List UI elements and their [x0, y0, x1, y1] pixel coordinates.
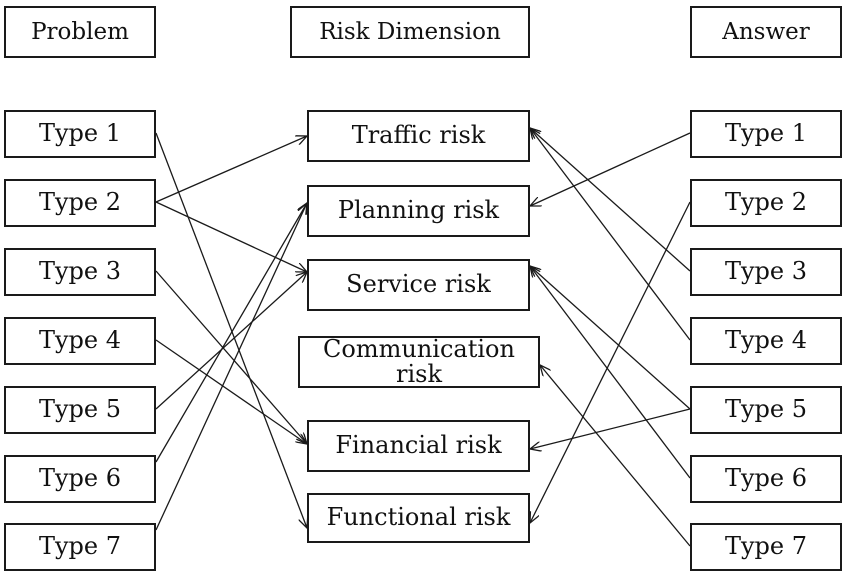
problem-type-4: Type 4: [4, 317, 156, 365]
problem-link-arrow-type-4-financial-risk: [155, 339, 307, 444]
answer-link-arrow-type-2-functional-risk: [530, 201, 691, 523]
answer-type-2: Type 2: [690, 179, 842, 227]
risk-traffic: Traffic risk: [307, 110, 530, 162]
problem-link-arrow-type-1-functional-risk: [155, 132, 307, 528]
answer-type-1: Type 1: [690, 110, 842, 158]
answer-link-arrow-type-3-traffic-risk: [530, 128, 691, 272]
problem-link-arrow-type-7-planning-risk: [155, 203, 307, 531]
answer-type-5: Type 5: [690, 386, 842, 434]
answer-link-arrow-type-7-communication-risk: [540, 365, 691, 547]
problem-type-5: Type 5: [4, 386, 156, 434]
answer-link-arrow-type-6-service-risk: [530, 266, 691, 479]
risk-functional: Functional risk: [307, 493, 530, 543]
answer-type-4: Type 4: [690, 317, 842, 365]
header-answer: Answer: [690, 6, 842, 58]
answer-link-arrow-type-1-planning-risk: [530, 132, 691, 206]
problem-type-2: Type 2: [4, 179, 156, 227]
problem-type-7: Type 7: [4, 523, 156, 571]
problem-link-arrow-type-2-traffic-risk: [155, 136, 307, 203]
risk-planning: Planning risk: [307, 185, 530, 237]
risk-service: Service risk: [307, 259, 530, 311]
answer-link-arrow-type-5-service-risk: [530, 266, 691, 410]
problem-type-3: Type 3: [4, 248, 156, 296]
answer-link-arrow-type-5-financial-risk: [530, 408, 691, 449]
risk-financial: Financial risk: [307, 420, 530, 472]
problem-link-arrow-type-6-planning-risk: [155, 203, 307, 463]
problem-link-arrow-type-5-service-risk: [155, 272, 307, 410]
problem-type-1: Type 1: [4, 110, 156, 158]
problem-link-arrow-type-2-service-risk: [155, 201, 307, 272]
problem-link-arrow-type-3-financial-risk: [155, 270, 307, 444]
answer-link-arrow-type-4-traffic-risk: [530, 128, 691, 341]
answer-type-3: Type 3: [690, 248, 842, 296]
problem-type-6: Type 6: [4, 455, 156, 503]
answer-type-7: Type 7: [690, 523, 842, 571]
risk-communication: Communication risk: [298, 336, 540, 388]
answer-type-6: Type 6: [690, 455, 842, 503]
header-risk-dimension: Risk Dimension: [290, 6, 530, 58]
header-problem: Problem: [4, 6, 156, 58]
